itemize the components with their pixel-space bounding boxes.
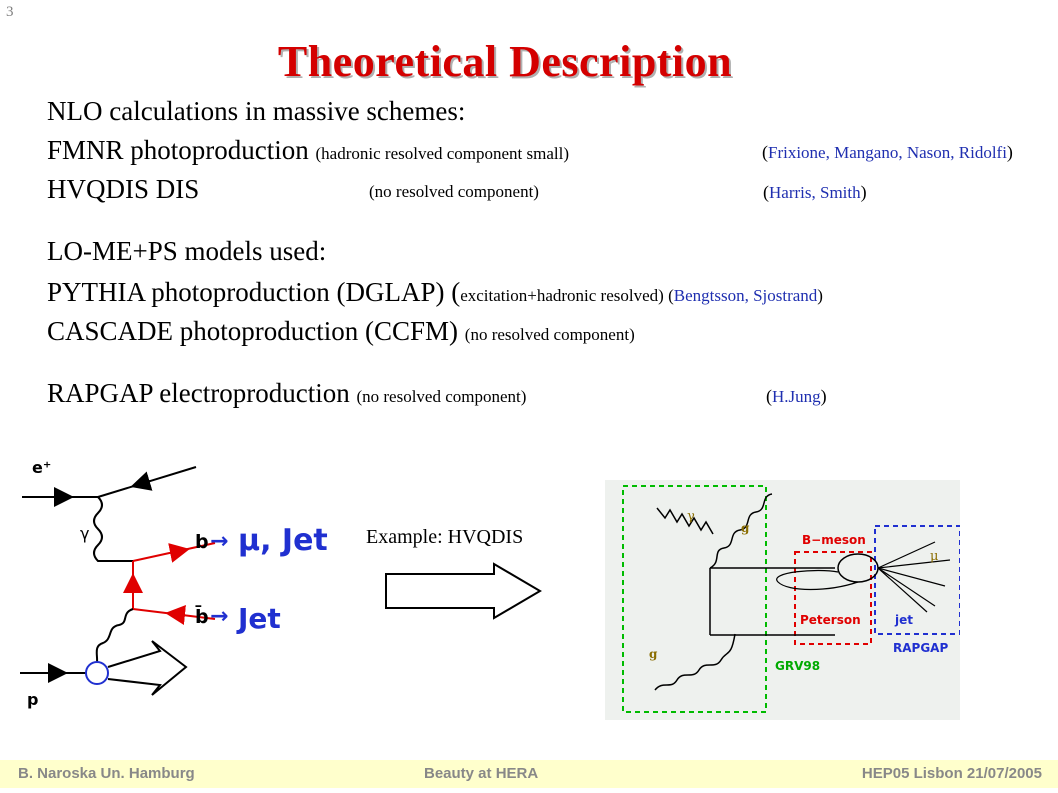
- peterson-label: Peterson: [800, 613, 861, 627]
- decay-fan: [877, 541, 951, 613]
- fmnr-line: FMNR photoproduction (hadronic resolved …: [47, 135, 569, 166]
- photon-propagator: [93, 496, 133, 562]
- pythia-line: PYTHIA photoproduction (DGLAP) (excitati…: [47, 277, 823, 307]
- fmnr-main: FMNR photoproduction: [47, 135, 316, 165]
- gluon-top-label: g: [741, 521, 750, 535]
- bbar-quark-label: b̄: [195, 605, 209, 628]
- nlo-heading: NLO calculations in massive schemes:: [47, 96, 466, 126]
- slide-title: Theoretical Description: [277, 37, 733, 86]
- b-quark-label: b: [195, 531, 209, 553]
- fmnr-reference: (Frixione, Mangano, Nason, Ridolfi): [762, 142, 1013, 162]
- electron-line: [22, 466, 197, 507]
- mu-label: μ: [930, 549, 938, 564]
- gluon-coil-top: [709, 493, 773, 569]
- positron-label: e⁺: [32, 458, 51, 477]
- grv98-label: GRV98: [775, 659, 820, 673]
- cascade-line: CASCADE photoproduction (CCFM) (no resol…: [47, 316, 635, 346]
- diagram-background: [605, 480, 960, 720]
- fmnr-authors: Frixione, Mangano, Nason, Ridolfi: [768, 143, 1007, 162]
- gamma-label: γ: [687, 509, 695, 524]
- gluon-bottom-label: g: [649, 647, 658, 661]
- hvqdis-main: HVQDIS DIS: [47, 174, 200, 204]
- footer-conference: HEP05 Lisbon 21/07/2005: [861, 765, 1042, 782]
- hvqdis-diagram: γ g g B−meson Peterson μ jet GRV98 RAPGA…: [605, 480, 960, 720]
- rapgap-box: [874, 525, 960, 635]
- gluon-coil-bottom: [654, 633, 736, 691]
- bbar-arrow: →: [210, 604, 228, 629]
- fmnr-note: (hadronic resolved component small): [315, 144, 570, 163]
- feynman-diagram-left: e⁺ γ b → μ, Jet b̄ → Jet p: [20, 458, 328, 709]
- grv98-box: [622, 485, 767, 713]
- page-number: 3: [6, 4, 14, 20]
- rapgap-label: RAPGAP: [893, 641, 948, 655]
- footer-bar: B. Naroska Un. Hamburg Beauty at HERA HE…: [0, 760, 1058, 788]
- hvqdis-note: (no resolved component): [369, 182, 539, 201]
- hvqdis-authors: Harris, Smith: [769, 183, 861, 202]
- quark-box-lines: [709, 567, 835, 636]
- example-label: Example: HVQDIS: [366, 526, 524, 548]
- muon-jet-label: μ, Jet: [238, 523, 328, 558]
- pythia-authors: Bengtsson, Sjostrand: [673, 286, 818, 305]
- big-arrow-shape: [385, 562, 542, 620]
- proton-system: [20, 640, 188, 696]
- proton-label: p: [27, 690, 38, 709]
- lo-heading: LO-ME+PS models used:: [47, 236, 327, 266]
- rapgap-line: RAPGAP electroproduction (no resolved co…: [47, 378, 527, 408]
- ellipse-tails: [776, 569, 859, 591]
- footer-author: B. Naroska Un. Hamburg: [18, 765, 195, 782]
- photon-zigzag: [656, 507, 714, 535]
- gluon-line: [94, 608, 134, 670]
- jet-label: Jet: [236, 602, 281, 635]
- jet-label-right: jet: [894, 613, 913, 627]
- b-meson-label: B−meson: [802, 533, 866, 547]
- photon-label: γ: [80, 524, 89, 543]
- peterson-box: [794, 551, 872, 645]
- heavy-quark-lines: [123, 542, 216, 625]
- rapgap-authors: H.Jung: [772, 387, 821, 406]
- b-arrow: →: [210, 529, 228, 554]
- hvqdis-reference: (Harris, Smith): [763, 182, 867, 202]
- footer-talk-title: Beauty at HERA: [424, 765, 539, 782]
- rapgap-reference: (H.Jung): [766, 386, 827, 406]
